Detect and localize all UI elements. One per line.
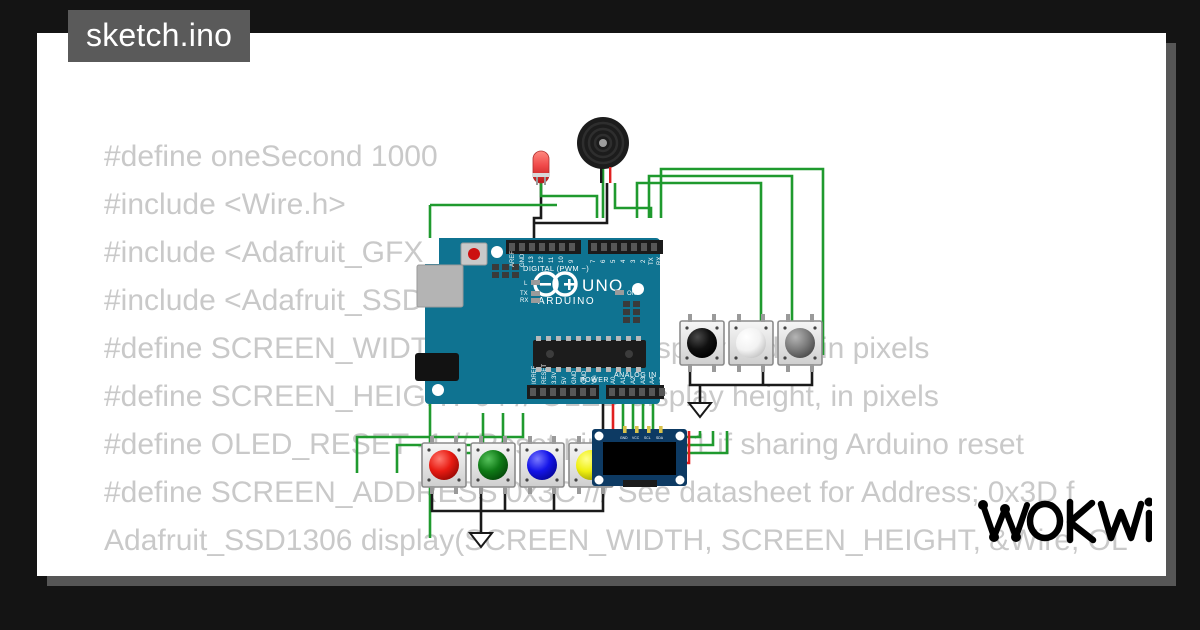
svg-text:AREF: AREF [510,251,516,267]
svg-text:A1: A1 [621,376,627,384]
pushbutton-grey[interactable] [777,314,823,372]
svg-text:10: 10 [559,256,565,263]
svg-text:ON: ON [627,291,636,297]
svg-text:6: 6 [601,259,607,263]
file-tab-sketch-ino[interactable]: sketch.ino [68,10,251,62]
silk-digital-label: DIGITAL (PWM ~) [523,264,589,273]
svg-text:GND: GND [582,370,588,384]
svg-text:TX: TX [520,291,528,297]
svg-text:GND: GND [520,253,526,267]
svg-text:L: L [524,281,528,287]
svg-text:2: 2 [641,259,647,263]
silk-analog-label: ANALOG IN [614,372,657,379]
circuit-diagram: DIGITAL (PWM ~) POWER ANALOG IN AREF GND… [355,117,825,549]
svg-text:A4: A4 [650,376,656,384]
code-line: #include <Wire.h> [104,188,346,221]
pushbutton-black[interactable] [679,314,725,372]
arduino-uno-board[interactable]: DIGITAL (PWM ~) POWER ANALOG IN AREF GND… [415,238,666,404]
svg-text:12: 12 [539,256,545,263]
svg-text:A0: A0 [611,376,617,384]
pushbutton-red[interactable] [421,436,467,494]
svg-text:9: 9 [569,259,575,263]
svg-text:RESET: RESET [542,364,548,384]
svg-text:GND: GND [620,436,628,440]
wokwi-logo [977,493,1154,552]
svg-text:5V: 5V [562,377,568,384]
svg-text:3.3V: 3.3V [552,372,558,384]
svg-text:RX: RX [520,298,528,304]
svg-text:13: 13 [529,256,535,263]
svg-text:7: 7 [591,259,597,263]
wokwi-logo-mark [978,497,1154,544]
code-line: #include <Adafruit_GFX.h> [104,236,466,269]
pushbutton-green[interactable] [470,436,516,494]
silk-power-label: POWER [580,377,609,384]
code-line: Adafruit_SSD1306 display(SCREEN_WIDTH, S… [104,524,1128,557]
ground-symbol [686,402,714,419]
digital-header[interactable] [506,240,663,254]
svg-text:5: 5 [611,259,617,263]
svg-text:A3: A3 [641,376,647,384]
svg-text:GND: GND [572,370,578,384]
pushbutton-white[interactable] [728,314,774,372]
power-analog-header[interactable] [527,385,665,399]
svg-text:RX: RX [657,257,663,265]
board-indicator-leds: L TX RX ON [520,280,636,304]
red-led[interactable] [532,150,550,185]
svg-text:A2: A2 [631,376,637,384]
svg-text:11: 11 [549,256,555,263]
wire-ground [430,494,605,533]
svg-text:A5: A5 [660,376,666,384]
svg-text:SCL: SCL [644,436,651,440]
svg-text:TX: TX [649,257,655,265]
svg-text:Vin: Vin [592,375,598,384]
svg-text:4: 4 [621,259,627,263]
silk-brand-label: ARDUINO [538,296,595,307]
code-line: #define buzzer 12 [104,565,1166,576]
oled-display[interactable]: GND VCC SCL SDA [592,426,687,487]
svg-text:VCC: VCC [632,436,640,440]
svg-text:IOREF: IOREF [532,365,538,384]
svg-text:3: 3 [631,259,637,263]
code-line: #define oneSecond 1000 [104,140,438,173]
ground-symbol [467,532,495,549]
wire-ground [688,372,814,403]
silk-model-label: UNO [582,276,623,295]
project-card: #define oneSecond 1000 #include <Wire.h>… [37,33,1166,576]
pushbutton-blue[interactable] [519,436,565,494]
svg-text:SDA: SDA [656,436,664,440]
buzzer[interactable] [577,117,629,183]
